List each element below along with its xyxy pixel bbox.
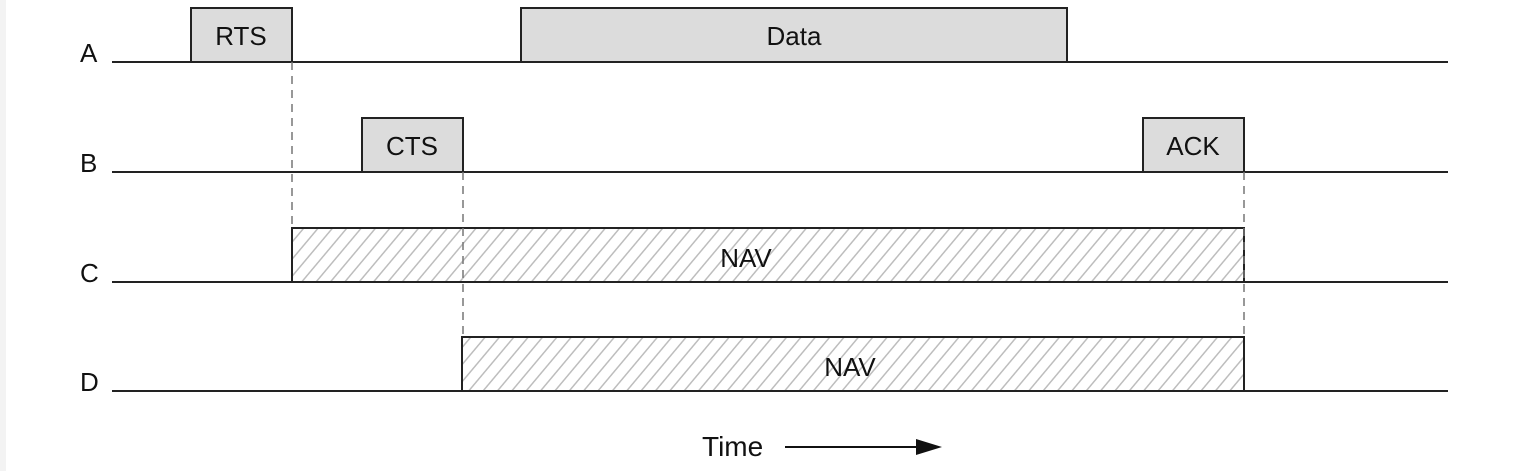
row-label-b: B (80, 148, 97, 178)
nav-d-label: NAV (824, 352, 876, 382)
ack-label: ACK (1166, 131, 1220, 161)
row-label-d: D (80, 367, 99, 397)
time-arrow-head (916, 439, 942, 455)
rts-label: RTS (215, 21, 267, 51)
cts-box (361, 117, 464, 173)
timing-diagram: A B C D RTS Data CTS ACK NAV NAV Time (6, 0, 1514, 471)
ack-box (1142, 117, 1245, 173)
cts-label: CTS (386, 131, 438, 161)
nav-box-c (291, 227, 1245, 283)
time-label: Time (702, 431, 763, 462)
data-box (520, 7, 1068, 63)
row-label-a: A (80, 38, 98, 68)
data-label: Data (767, 21, 822, 51)
row-label-c: C (80, 258, 99, 288)
nav-box-d (461, 336, 1245, 392)
diagram-canvas: A B C D RTS Data CTS ACK NAV NAV Time (80, 7, 1448, 462)
rts-box (190, 7, 293, 63)
nav-c-label: NAV (720, 243, 772, 273)
